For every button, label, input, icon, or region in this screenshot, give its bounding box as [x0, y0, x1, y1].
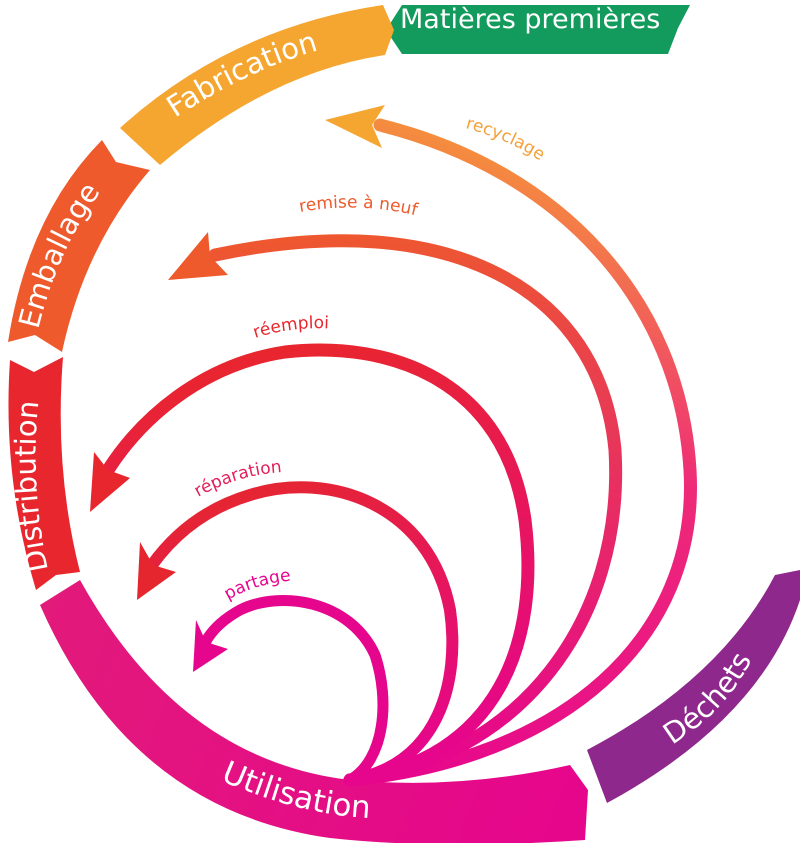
stage-distribution: Distribution	[8, 357, 81, 590]
waste-band	[587, 570, 800, 803]
repair-arrowhead	[137, 542, 176, 600]
refurbishing-arrow-shaft	[208, 234, 623, 787]
reuse-arrowhead	[90, 452, 130, 512]
refurbishing-arrowhead	[168, 232, 228, 280]
sharing-arrow-shaft	[198, 595, 389, 786]
reuse-arrow-shaft	[101, 343, 535, 787]
use-band	[40, 580, 588, 843]
loop-refurbishing: remise à neuf	[168, 193, 623, 787]
stage-waste: Déchets	[587, 570, 800, 803]
reuse-label: réemploi	[251, 313, 330, 343]
stage-manufacturing: Fabrication	[120, 5, 394, 165]
recycling-arrowhead	[325, 105, 385, 148]
repair-arrow-shaft	[146, 481, 459, 786]
distribution-band	[8, 357, 81, 590]
packaging-band	[8, 140, 150, 352]
raw-materials-label: Matières premières	[400, 4, 660, 35]
sharing-arrowhead	[193, 620, 228, 672]
manufacturing-band	[120, 5, 394, 165]
stage-packaging: Emballage	[8, 140, 150, 352]
recycling-arrow-shaft	[343, 118, 697, 787]
refurbishing-label: remise à neuf	[298, 193, 421, 221]
raw-materials-band	[386, 5, 690, 54]
stage-raw-materials: Matières premières	[386, 4, 690, 54]
